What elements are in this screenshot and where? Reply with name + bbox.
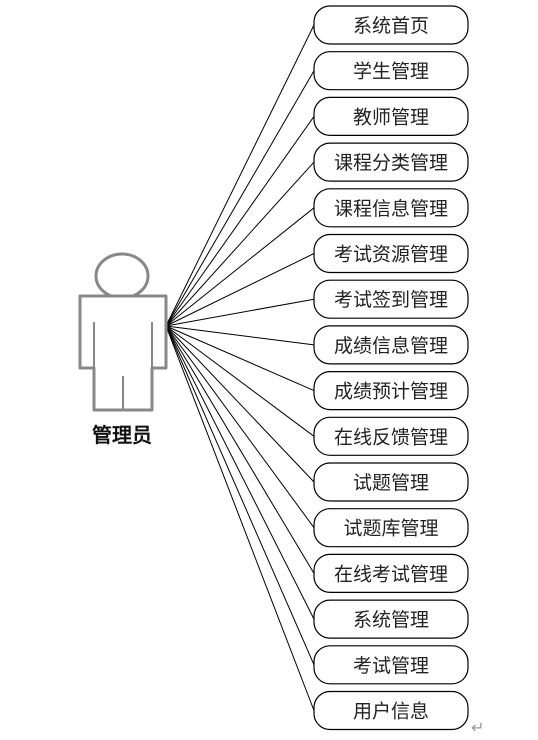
use-case-oval — [313, 5, 469, 45]
association-line — [165, 70, 315, 327]
use-case: 系统管理 — [313, 599, 469, 639]
association-lines — [165, 24, 315, 711]
association-line — [165, 325, 315, 392]
actor-label: 管理员 — [92, 423, 152, 447]
actor-figure: 管理员 — [78, 252, 168, 447]
use-case-oval — [313, 96, 469, 137]
actor-head — [94, 252, 150, 300]
use-case-oval — [313, 279, 469, 319]
use-case-oval — [313, 599, 469, 639]
association-line — [165, 24, 315, 327]
association-line — [165, 207, 315, 327]
association-line — [165, 253, 315, 327]
use-case-label: 课程分类管理 — [334, 152, 448, 174]
use-case: 教师管理 — [313, 96, 469, 137]
use-case-oval — [313, 51, 469, 91]
association-line — [165, 325, 315, 620]
use-case: 课程分类管理 — [313, 142, 469, 182]
use-case-label: 考试签到管理 — [334, 289, 448, 311]
use-case: 系统首页 — [313, 5, 469, 45]
association-line — [165, 325, 315, 666]
paragraph-mark: ↵ — [471, 718, 484, 737]
use-case-oval — [313, 416, 469, 456]
actor-body — [78, 294, 168, 412]
use-case: 用户信息 — [313, 690, 469, 731]
association-line — [165, 161, 315, 327]
association-line — [165, 116, 315, 327]
association-line — [165, 325, 315, 437]
use-case-label: 系统首页 — [353, 15, 429, 37]
use-case: 成绩预计管理 — [313, 371, 469, 411]
use-case-label: 系统管理 — [353, 609, 429, 631]
use-case-label: 考试管理 — [353, 655, 429, 677]
use-case-label: 在线考试管理 — [334, 563, 448, 585]
association-line — [165, 325, 315, 574]
use-case-oval — [313, 553, 469, 594]
use-case-oval — [313, 325, 469, 365]
use-case: 课程信息管理 — [313, 188, 469, 228]
use-case-oval — [313, 188, 469, 228]
use-case: 在线反馈管理 — [313, 416, 469, 456]
use-case-label: 在线反馈管理 — [334, 426, 448, 448]
use-case-oval — [313, 462, 469, 502]
association-line — [165, 298, 315, 327]
use-case: 考试管理 — [313, 645, 469, 685]
use-case-oval — [313, 690, 469, 731]
use-case-label: 考试资源管理 — [334, 244, 448, 266]
use-case-label: 成绩信息管理 — [334, 335, 448, 357]
use-case-label: 教师管理 — [353, 106, 429, 128]
association-line — [165, 325, 315, 528]
use-case-label: 试题管理 — [353, 472, 429, 494]
use-case-oval — [313, 508, 469, 548]
use-case: 考试资源管理 — [313, 233, 469, 274]
use-case-label: 用户信息 — [353, 701, 429, 723]
association-line — [165, 325, 315, 483]
use-case-label: 成绩预计管理 — [334, 381, 448, 403]
use-case-label: 试题库管理 — [343, 518, 438, 540]
association-line — [165, 325, 315, 346]
use-case: 考试签到管理 — [313, 279, 469, 319]
use-case-list: 系统首页学生管理教师管理课程分类管理课程信息管理考试资源管理考试签到管理成绩信息… — [313, 5, 469, 731]
association-line — [165, 325, 315, 711]
use-case: 试题管理 — [313, 462, 469, 502]
use-case-oval — [313, 645, 469, 685]
use-case: 在线考试管理 — [313, 553, 469, 594]
use-case-label: 学生管理 — [353, 61, 429, 83]
use-case: 成绩信息管理 — [313, 325, 469, 365]
use-case: 学生管理 — [313, 51, 469, 91]
use-case-oval — [313, 371, 469, 411]
use-case: 试题库管理 — [313, 508, 469, 548]
use-case-oval — [313, 142, 469, 182]
use-case-label: 课程信息管理 — [334, 198, 448, 220]
use-case-oval — [313, 233, 469, 274]
